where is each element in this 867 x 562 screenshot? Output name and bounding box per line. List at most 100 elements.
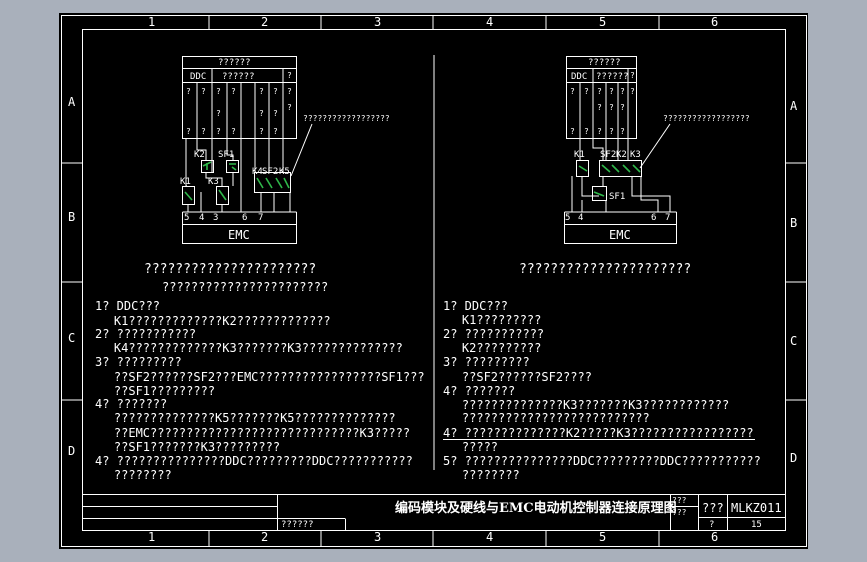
module-pin-glyph: ? xyxy=(597,103,602,112)
relay-label-k4: K4 xyxy=(252,167,263,177)
terminal-label: 6 xyxy=(651,213,656,223)
note-line: 1? DDC??? xyxy=(95,299,160,313)
note-line: K1?????????????K2????????????? xyxy=(85,314,331,328)
relay-label-k5: K5 xyxy=(279,167,290,177)
zone-col-label: 1 xyxy=(148,15,155,29)
callout-label: ?????????????????? xyxy=(663,114,750,123)
inner-border xyxy=(82,29,786,531)
emc-label: EMC xyxy=(228,228,250,242)
note-line: K2????????? xyxy=(433,341,541,355)
module-pin-glyph: ? xyxy=(287,71,292,80)
module-pin-glyph: ? xyxy=(216,87,221,96)
module-pin-glyph: ? xyxy=(259,87,264,96)
title-block xyxy=(82,494,786,531)
zone-col-label: 4 xyxy=(486,15,493,29)
module-pin-glyph: ? xyxy=(570,127,575,136)
module-pin-glyph: ? xyxy=(630,87,635,96)
module-pin-glyph: ? xyxy=(609,103,614,112)
module-pin-glyph: ? xyxy=(597,127,602,136)
zone-col-label: 3 xyxy=(374,15,381,29)
emc-label: EMC xyxy=(609,228,631,242)
right-terminal-wires xyxy=(564,212,677,224)
left-heading: ?????????????????????? xyxy=(144,262,316,277)
module-pin-glyph: ? xyxy=(570,87,575,96)
title-block-small-1: ??? xyxy=(672,496,687,505)
module-pin-glyph: ? xyxy=(201,87,206,96)
module-pin-glyph: ? xyxy=(287,103,292,112)
zone-col-label: 2 xyxy=(261,15,268,29)
module-pin-glyph: ? xyxy=(620,103,625,112)
terminal-label: 4 xyxy=(578,213,583,223)
module-box-title: ?????? xyxy=(588,58,621,68)
relay-label-sf2: SF2 xyxy=(262,167,278,177)
zone-row-label: C xyxy=(68,331,75,345)
zone-col-label: 2 xyxy=(261,530,268,544)
terminal-label: 3 xyxy=(213,213,218,223)
zone-row-label: C xyxy=(790,334,797,348)
left-wiring xyxy=(182,138,297,213)
module-pin-glyph: ? xyxy=(259,127,264,136)
relay-label-k2: K2 xyxy=(194,150,205,160)
note-line: ??EMC?????????????????????????????K3????… xyxy=(85,426,410,440)
relay-label-k1: K1 xyxy=(574,150,585,160)
note-line: 5? ???????????????DDC?????????DDC???????… xyxy=(443,454,761,468)
module-box-title: ?????? xyxy=(218,58,251,68)
terminal-label: 7 xyxy=(665,213,670,223)
zone-row-label: D xyxy=(68,444,75,458)
module-pin-glyph: ? xyxy=(609,127,614,136)
note-line: 2? ??????????? xyxy=(443,327,544,341)
zone-row-label: B xyxy=(68,210,75,224)
note-line: 4? ??????? xyxy=(95,397,167,411)
title-block-field: ??? xyxy=(702,501,724,515)
sheet-field: ? xyxy=(709,520,714,530)
zone-col-label: 3 xyxy=(374,530,381,544)
relay-label-k3: K3 xyxy=(630,150,641,160)
terminal-label: 7 xyxy=(258,213,263,223)
row-ticks xyxy=(61,162,807,401)
relay-label-k1: K1 xyxy=(180,177,191,187)
module-pin-glyph: ? xyxy=(186,127,191,136)
relay-label-sf2: SF2 xyxy=(600,150,616,160)
note-line: ??SF1????????? xyxy=(85,384,215,398)
note-line: 3? ????????? xyxy=(95,355,182,369)
left-notes: 1? DDC??? K1?????????????K2?????????????… xyxy=(85,299,425,482)
outer-border xyxy=(61,15,807,547)
right-heading: ?????????????????????? xyxy=(519,262,691,277)
relay-label-k2: K2 xyxy=(616,150,627,160)
left-terminal-wires xyxy=(182,212,297,224)
emc-box xyxy=(564,224,677,244)
note-line: ??????????????K3???????K3???????????? xyxy=(433,398,729,412)
zone-col-label: 6 xyxy=(711,15,718,29)
terminal-label: 5 xyxy=(565,213,570,223)
column-ticks xyxy=(208,15,660,547)
terminal-label: 6 xyxy=(242,213,247,223)
zone-col-label: 5 xyxy=(599,530,606,544)
sheet-number: 15 xyxy=(751,520,762,530)
note-line: 4? ???????????????DDC?????????DDC???????… xyxy=(95,454,413,468)
right-wiring xyxy=(564,138,677,213)
note-line: ???????? xyxy=(433,468,520,482)
note-line: ????? xyxy=(433,440,498,454)
zone-col-label: 6 xyxy=(711,530,718,544)
module-pin-glyph: ? xyxy=(609,87,614,96)
note-line: ??SF2??????SF2???? xyxy=(433,370,592,384)
module-pin-glyph: ? xyxy=(273,87,278,96)
module-box-subtitle: ?????? xyxy=(222,72,255,82)
module-box-subtitle: ?????? xyxy=(596,72,629,82)
module-pin-glyph: ? xyxy=(630,71,635,80)
module-pin-glyph: ? xyxy=(201,127,206,136)
callout-leader xyxy=(639,123,671,169)
title-block-small-2: ??? xyxy=(672,508,687,517)
zone-col-label: 1 xyxy=(148,530,155,544)
note-line: 4? ??????????????K2?????K3??????????????… xyxy=(443,426,754,440)
zone-row-label: D xyxy=(790,451,797,465)
note-line: 1? DDC??? xyxy=(443,299,508,313)
relay-label-sf1: SF1 xyxy=(218,150,234,160)
ddc-label: DDC xyxy=(190,72,206,82)
note-line: ???????? xyxy=(85,468,172,482)
note-line: ??SF1???????K3????????? xyxy=(85,440,280,454)
zone-row-label: A xyxy=(790,99,798,113)
terminal-label: 4 xyxy=(199,213,204,223)
module-pin-glyph: ? xyxy=(216,109,221,118)
module-pin-glyph: ? xyxy=(287,87,292,96)
